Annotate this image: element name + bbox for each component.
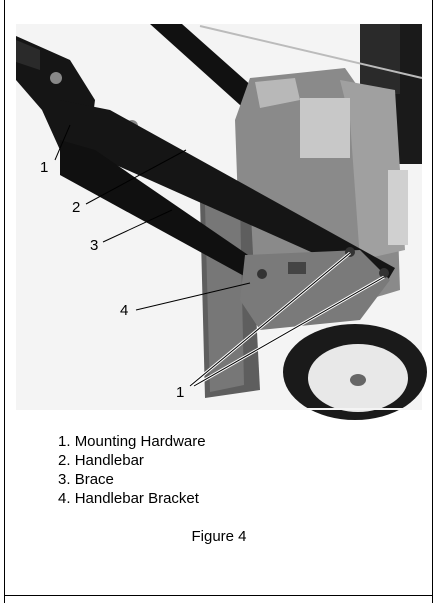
page-border-left <box>4 0 5 603</box>
handlebar-bracket <box>240 250 390 330</box>
brace-bar <box>60 140 270 282</box>
legend-item: 3. Brace <box>58 471 114 488</box>
callout-2: 2 <box>72 199 81 216</box>
page-border-right <box>432 0 433 603</box>
callout-1-top: 1 <box>40 159 49 176</box>
snowthrower-photo <box>16 24 427 420</box>
page-border-bottom <box>4 595 433 596</box>
legend-item: 1. Mounting Hardware <box>58 433 206 450</box>
legend-item: 4. Handlebar Bracket <box>58 490 199 507</box>
callout-1-bottom: 1 <box>176 384 185 401</box>
callout-3: 3 <box>90 237 99 254</box>
warning-label <box>388 170 408 245</box>
leader-4 <box>135 282 251 311</box>
legend-item: 2. Handlebar <box>58 452 144 469</box>
leader-3 <box>102 209 173 243</box>
handlebar-bar <box>60 100 395 285</box>
label-plate <box>300 98 350 158</box>
figure-legend: 1. Mounting Hardware 2. Handlebar 3. Bra… <box>58 432 206 508</box>
callout-4: 4 <box>120 302 129 319</box>
control-cable <box>199 25 423 79</box>
leader-1b <box>193 276 385 387</box>
leader-2 <box>85 149 187 205</box>
leader-1-top <box>54 124 71 161</box>
figure-caption: Figure 4 <box>191 528 247 545</box>
bolt-1 <box>50 72 62 84</box>
leader-1a <box>189 252 351 387</box>
